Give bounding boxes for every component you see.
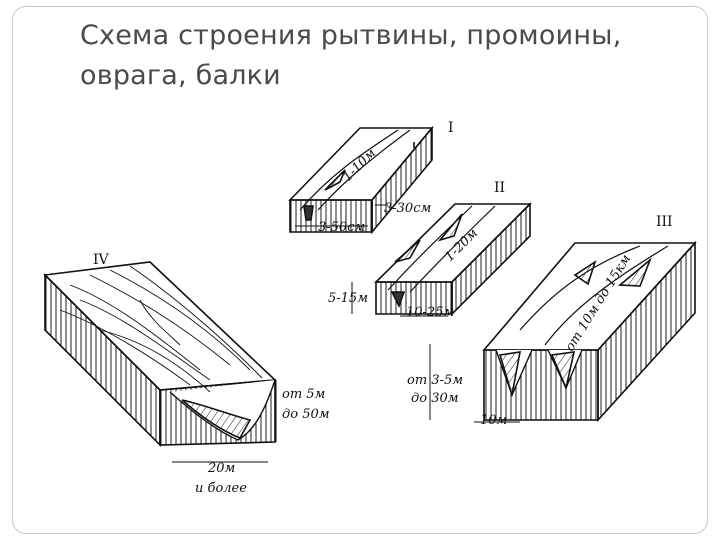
- slide-title: Схема строения рытвины, промоины, оврага…: [80, 16, 680, 96]
- block-2-washout: [351, 202, 532, 317]
- label-4-width-2: и более: [195, 481, 247, 496]
- label-3: III: [656, 214, 673, 230]
- block-4-balka: [43, 261, 277, 463]
- label-1-depth: 3-30см: [384, 201, 431, 216]
- label-2-depth: 5-15м: [328, 291, 368, 306]
- label-2: II: [494, 180, 505, 196]
- slide-frame: [12, 6, 708, 534]
- label-4-depth-1: от 5м: [282, 387, 325, 402]
- title-line-2: оврага, балки: [80, 60, 281, 91]
- label-4-depth-2: до 50м: [282, 407, 330, 422]
- label-3-depth-1: от 3-5м: [407, 373, 463, 388]
- label-1-width: 3-50см: [318, 220, 365, 235]
- label-3-width: 10м: [480, 413, 507, 428]
- title-line-1: Схема строения рытвины, промоины,: [80, 20, 622, 51]
- label-3-depth-2: до 30м: [411, 391, 459, 406]
- block-1-rill: [288, 125, 434, 235]
- label-4: IV: [93, 252, 110, 268]
- label-1: I: [448, 120, 454, 136]
- block-3-ravine: [429, 240, 697, 423]
- label-2-width: 10-25м: [406, 305, 454, 320]
- label-4-width-1: 20м: [207, 461, 235, 476]
